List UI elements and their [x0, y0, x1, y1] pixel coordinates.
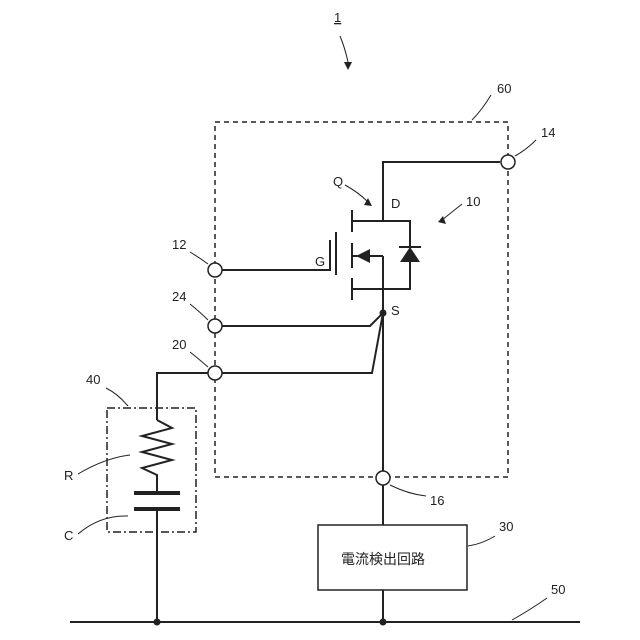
gate-label: G — [315, 254, 325, 269]
detector-ref-label: 30 — [499, 519, 513, 534]
terminal-24-label: 24 — [172, 289, 186, 304]
terminal-14 — [501, 155, 515, 169]
device-ref-arrow-line — [340, 36, 348, 62]
current-detector-text: 電流検出回路 — [341, 552, 425, 568]
module-ref-label: 60 — [497, 81, 511, 96]
snubber-top-wire — [157, 373, 208, 420]
terminal-16-label: 16 — [430, 493, 444, 508]
sense-wire — [222, 313, 383, 326]
diode-triangle — [400, 247, 420, 262]
ground-node-left — [154, 619, 161, 626]
device-ref-label: 1 — [334, 10, 341, 25]
snubber-boundary — [107, 408, 196, 532]
gate-wire — [222, 240, 330, 270]
ground-ref-label: 50 — [551, 582, 565, 597]
ground-node-right — [380, 619, 387, 626]
terminal-16 — [376, 471, 390, 485]
drain-wire — [383, 162, 500, 197]
terminal-16-leader — [390, 485, 426, 496]
terminal-12-label: 12 — [172, 237, 186, 252]
terminal-20-leader — [190, 352, 208, 367]
device-ref-arrow-head — [344, 62, 352, 70]
terminal-14-leader — [515, 140, 536, 156]
terminal-12 — [208, 263, 222, 277]
switch-ref-label: 10 — [466, 194, 480, 209]
terminal-14-label: 14 — [541, 125, 555, 140]
drain-label: D — [391, 196, 400, 211]
module-ref-leader — [472, 95, 491, 120]
source-terminal-wire — [222, 313, 383, 373]
detector-ref-leader — [468, 536, 495, 546]
resistor-label: R — [64, 468, 73, 483]
terminal-24-leader — [190, 304, 208, 320]
snubber-ref-leader — [106, 388, 128, 406]
transistor-label-arrow — [345, 185, 368, 202]
terminal-20 — [208, 366, 222, 380]
module-boundary — [215, 122, 508, 477]
capacitor-label: C — [64, 528, 73, 543]
resistor-zigzag — [142, 420, 172, 492]
terminal-20-label: 20 — [172, 337, 186, 352]
terminal-24 — [208, 319, 222, 333]
transistor-label: Q — [333, 174, 343, 189]
snubber-ref-label: 40 — [86, 372, 100, 387]
terminal-12-leader — [190, 252, 208, 264]
source-label: S — [391, 303, 400, 318]
switch-ref-leader — [442, 204, 462, 220]
body-arrow — [356, 249, 370, 263]
ground-ref-leader — [512, 598, 547, 620]
resistor-leader — [78, 455, 130, 474]
